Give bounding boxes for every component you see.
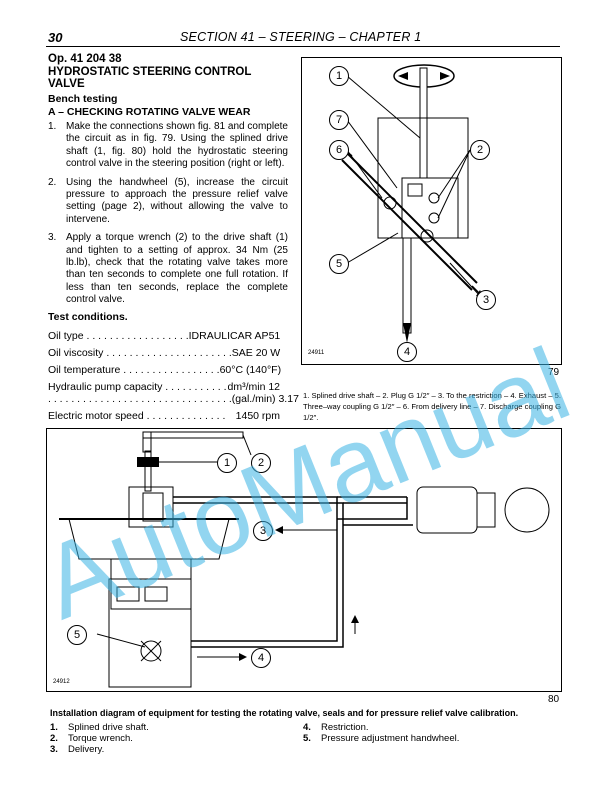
callout-2: 2 — [470, 140, 490, 160]
test-condition-row: Oil viscosity . . . . . . . . . . . . . … — [48, 347, 280, 359]
condition-label: Oil type . . . . . . . . . . . . . . . .… — [48, 330, 189, 342]
callout-4: 4 — [397, 342, 417, 362]
operation-title-1: HYDROSTATIC STEERING CONTROL — [48, 65, 252, 78]
figure-80-legend-right: 4.Restriction. 5.Pressure adjustment han… — [303, 722, 459, 744]
condition-label: Oil viscosity . . . . . . . . . . . . . … — [48, 347, 232, 359]
figure-80-caption: Installation diagram of equipment for te… — [50, 708, 519, 718]
test-conditions-heading: Test conditions. — [48, 311, 128, 323]
condition-value: (gal./min) 3.17 — [231, 393, 299, 405]
figure-79-caption: 1. Splined drive shaft – 2. Plug G 1/2″ … — [303, 391, 561, 422]
callout-1: 1 — [217, 453, 237, 473]
figure-79-code: 24911 — [308, 350, 325, 356]
legend-item: 5.Pressure adjustment handwheel. — [303, 733, 460, 744]
callout-3: 3 — [476, 290, 496, 310]
step-number: 1. — [48, 121, 57, 132]
page-number: 30 — [48, 30, 63, 45]
test-condition-row: . . . . . . . . . . . . . . . . . . . . … — [48, 393, 299, 405]
condition-value: SAE 20 W — [231, 347, 281, 359]
operation-title-2: VALVE — [48, 78, 85, 90]
figure-79-number: 79 — [548, 367, 560, 378]
legend-item: 1.Splined drive shaft. — [50, 722, 149, 733]
condition-value: IDRAULICAR AP51 — [188, 330, 281, 342]
test-condition-row: Hydraulic pump capacity . . . . . . . . … — [48, 381, 280, 393]
condition-value: 1450 rpm — [235, 410, 280, 422]
section-title: SECTION 41 – STEERING – CHAPTER 1 — [180, 30, 422, 44]
operation-heading: Op. 41 204 38 HYDROSTATIC STEERING CONTR… — [48, 53, 283, 91]
subtitle-checking: A – CHECKING ROTATING VALVE WEAR — [48, 105, 251, 118]
test-condition-row: Oil temperature . . . . . . . . . . . . … — [48, 364, 282, 376]
callout-2: 2 — [251, 453, 271, 473]
operation-code: Op. 41 204 38 — [48, 53, 122, 65]
operation-subtitles: Bench testing A – CHECKING ROTATING VALV… — [48, 93, 250, 118]
figure-80-number: 80 — [548, 694, 560, 705]
test-condition-row: Oil type . . . . . . . . . . . . . . . .… — [48, 330, 280, 342]
step-number: 2. — [48, 176, 57, 188]
callout-5: 5 — [67, 625, 87, 645]
procedure-step: 3. Apply a torque wrench (2) to the driv… — [48, 232, 288, 306]
step-number: 3. — [48, 232, 57, 244]
condition-label: Electric motor speed . . . . . . . . . .… — [48, 410, 226, 422]
procedure-step: 1. Make the connections shown fig. 81 an… — [48, 121, 288, 171]
callout-5: 5 — [329, 254, 349, 274]
callout-6: 6 — [329, 140, 349, 160]
legend-item: 3.Delivery. — [50, 744, 105, 755]
callout-4: 4 — [251, 648, 271, 668]
figure-80-frame: 1 2 3 4 5 24912 — [46, 428, 562, 692]
callout-3: 3 — [253, 521, 273, 541]
procedure-steps: 1. Make the connections shown fig. 81 an… — [48, 121, 288, 313]
figure-80-code: 24912 — [53, 679, 70, 685]
condition-value: 60°C (140°F) — [219, 364, 282, 376]
legend-item: 2.Torque wrench. — [50, 733, 133, 744]
legend-item: 4.Restriction. — [303, 722, 369, 733]
test-condition-row: Electric motor speed . . . . . . . . . .… — [48, 410, 280, 422]
procedure-step: 2. Using the handwheel (5), increase the… — [48, 177, 288, 227]
figure-79-frame: 1 7 6 2 5 3 4 24911 — [301, 57, 562, 365]
condition-label: Hydraulic pump capacity . . . . . . . . … — [48, 381, 227, 393]
condition-label: Oil temperature . . . . . . . . . . . . … — [48, 364, 220, 376]
figure-80-legend-left: 1.Splined drive shaft. 2.Torque wrench. … — [50, 722, 149, 755]
step-text: Using the handwheel (5), increase the ci… — [66, 176, 288, 225]
condition-label: . . . . . . . . . . . . . . . . . . . . … — [48, 393, 232, 405]
figure-80-drawing — [59, 431, 550, 688]
subtitle-bench-testing: Bench testing — [48, 93, 118, 105]
header-rule — [46, 46, 560, 47]
callout-7: 7 — [329, 110, 349, 130]
callout-1: 1 — [329, 66, 349, 86]
figure-79-drawing — [338, 64, 484, 343]
step-text: Make the connections shown fig. 81 and c… — [66, 121, 288, 170]
condition-value: dm³/min 12 — [227, 381, 280, 393]
step-text: Apply a torque wrench (2) to the drive s… — [66, 232, 288, 306]
